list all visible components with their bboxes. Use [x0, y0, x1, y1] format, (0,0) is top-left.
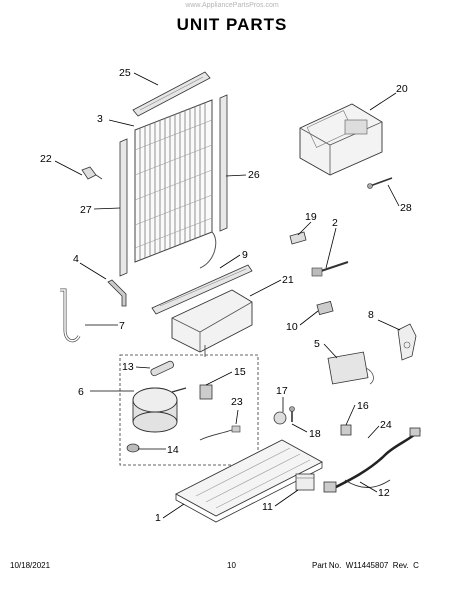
- bottom-rail: [151, 264, 253, 315]
- callout-28: 28: [400, 202, 412, 214]
- callout-9: 9: [242, 249, 248, 261]
- callout-6: 6: [78, 386, 84, 398]
- callout-10: 10: [286, 321, 298, 333]
- callout-2: 2: [332, 217, 338, 229]
- top-rail: [132, 71, 211, 117]
- condenser-coil: [134, 99, 217, 269]
- callout-4: 4: [73, 253, 79, 265]
- callout-20: 20: [396, 83, 408, 95]
- compressor: [132, 387, 187, 433]
- callout-16: 16: [357, 400, 369, 412]
- callout-5: 5: [314, 338, 320, 350]
- part-17-clip: [273, 411, 287, 425]
- callout-21: 21: [282, 274, 294, 286]
- part-7-drain-tube: [60, 288, 81, 343]
- wire-harness: [323, 427, 421, 493]
- part-13-filter-drier: [150, 360, 174, 377]
- leader-lines: [54, 72, 401, 519]
- part-22-connector: [81, 166, 103, 180]
- callout-25: 25: [119, 67, 131, 79]
- callout-24: 24: [380, 419, 392, 431]
- drain-pan: [171, 289, 253, 357]
- part-28-thermistor: [367, 177, 393, 189]
- callout-labels: 25 3 22 27 26 4 7 9 21 20 19 2 28 10 8 5…: [40, 67, 412, 524]
- footer-part-number: Part No. W11445807 Rev. C: [312, 561, 419, 570]
- part-16-connector: [340, 424, 352, 436]
- callout-14: 14: [167, 444, 179, 456]
- callout-12: 12: [378, 487, 390, 499]
- callout-3: 3: [97, 113, 103, 125]
- right-side-bracket: [219, 94, 228, 232]
- callout-1: 1: [155, 512, 161, 524]
- callout-26: 26: [248, 169, 260, 181]
- part-23-harness: [199, 425, 241, 441]
- callout-11: 11: [262, 501, 273, 513]
- callout-13: 13: [122, 361, 134, 373]
- fan-assembly: [299, 103, 383, 176]
- watermark: www.AppliancePartsPros.com: [185, 2, 279, 9]
- part-8-bracket: [397, 323, 417, 361]
- callout-22: 22: [40, 153, 52, 165]
- diagram-title: UNIT PARTS: [176, 15, 288, 34]
- callout-8: 8: [368, 309, 374, 321]
- part-4-hex-key: [107, 279, 127, 307]
- callout-27: 27: [80, 204, 92, 216]
- part-15-relay: [199, 384, 213, 400]
- base-plate: [175, 439, 323, 523]
- part-2-sensor: [311, 261, 349, 277]
- footer-page: 10: [227, 561, 236, 570]
- footer-date: 10/18/2021: [10, 561, 51, 570]
- left-side-bracket: [119, 138, 128, 277]
- part-11-block: [295, 473, 315, 491]
- part-19-pad: [289, 231, 307, 245]
- callout-17: 17: [276, 385, 288, 397]
- callout-15: 15: [234, 366, 246, 378]
- part-5-control: [327, 351, 374, 385]
- part-10-pad: [316, 300, 334, 316]
- part-18-screw: [289, 406, 295, 422]
- callout-19: 19: [305, 211, 317, 223]
- part-14-grommet: [126, 443, 140, 453]
- callout-7: 7: [119, 320, 125, 332]
- callout-18: 18: [309, 428, 321, 440]
- callout-23: 23: [231, 396, 243, 408]
